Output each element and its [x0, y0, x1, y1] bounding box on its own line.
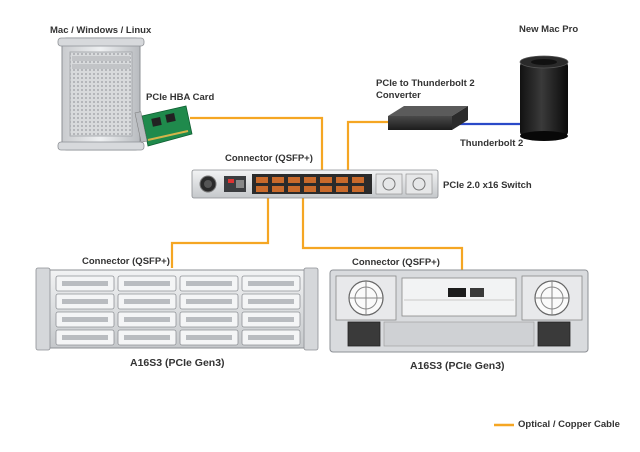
label-left-connector: Connector (QSFP+) [82, 256, 170, 267]
label-host-left: Mac / Windows / Linux [50, 25, 152, 36]
thunderbolt-converter-icon [388, 106, 468, 130]
label-host-right: New Mac Pro [519, 24, 579, 35]
cable-switch-to-left-storage [170, 198, 270, 268]
optical-copper-cables [170, 116, 464, 270]
label-thunderbolt: Thunderbolt 2 [460, 138, 524, 149]
pcie-hba-card-icon [134, 105, 193, 147]
cable-hba-to-switch [190, 116, 324, 170]
left-storage-array-icon [35, 267, 319, 351]
label-pcie-hba: PCIe HBA Card [146, 92, 215, 103]
cable-converter-to-switch [346, 120, 388, 170]
pcie-switch-icon [191, 169, 439, 199]
right-storage-array-icon [329, 269, 589, 353]
new-mac-pro-icon [519, 55, 569, 141]
label-switch: PCIe 2.0 x16 Switch [443, 180, 532, 191]
label-right-connector: Connector (QSFP+) [352, 257, 440, 268]
mac-pro-tower-icon [57, 37, 145, 151]
cable-switch-to-right-storage [301, 198, 464, 270]
label-left-storage: A16S3 (PCIe Gen3) [130, 357, 225, 369]
legend-label: Optical / Copper Cable [518, 419, 620, 430]
label-tb-converter-line2: Converter [376, 90, 421, 101]
label-switch-connector: Connector (QSFP+) [225, 153, 313, 164]
label-tb-converter-line1: PCIe to Thunderbolt 2 [376, 78, 475, 89]
label-right-storage: A16S3 (PCIe Gen3) [410, 360, 505, 372]
